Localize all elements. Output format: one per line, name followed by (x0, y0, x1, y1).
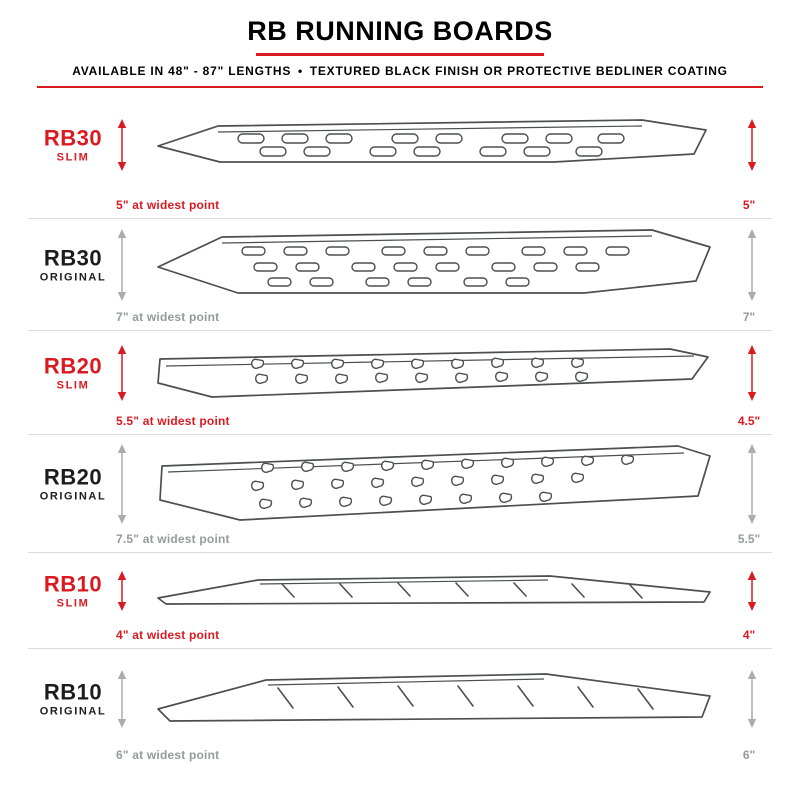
row-rb20-slim: RB20 SLIM (28, 330, 772, 434)
product-label: RB20 ORIGINAL (28, 465, 118, 502)
variant-name: ORIGINAL (39, 705, 107, 718)
product-label: RB10 ORIGINAL (28, 680, 118, 717)
variant-name: SLIM (56, 379, 90, 392)
product-label: RB30 SLIM (28, 126, 118, 163)
height-measure-label: 7" (742, 310, 756, 324)
page-title: RB RUNNING BOARDS (247, 16, 553, 46)
board-drawing-rb30-original (140, 223, 732, 306)
widest-point-label: 6" at widest point (116, 748, 220, 762)
widest-point-label: 4" at widest point (116, 628, 220, 642)
product-label: RB30 ORIGINAL (28, 246, 118, 283)
board-comparison-list: RB30 SLIM (0, 92, 800, 768)
model-name: RB20 (43, 463, 103, 489)
left-measure-arrow-icon (117, 228, 127, 301)
model-name: RB20 (43, 352, 103, 378)
widest-point-label: 7" at widest point (116, 310, 220, 324)
variant-name: ORIGINAL (39, 490, 107, 503)
title-underline (256, 53, 544, 56)
variant-name: SLIM (56, 597, 90, 610)
height-measure-label: 4" (742, 628, 756, 642)
height-measure-label: 5.5" (737, 532, 761, 546)
height-measure-label: 5" (742, 198, 756, 212)
right-measure-arrow-icon (747, 443, 757, 524)
model-name: RB10 (43, 570, 103, 596)
left-measure-arrow-icon (117, 669, 127, 728)
variant-name: ORIGINAL (39, 271, 107, 284)
right-measure-arrow-icon (747, 119, 757, 171)
row-rb30-slim: RB30 SLIM (28, 92, 772, 218)
row-rb20-original: RB20 ORIGINAL (28, 434, 772, 552)
right-measure-arrow-icon (747, 570, 757, 611)
board-drawing-rb10-slim (140, 557, 732, 624)
model-name: RB30 (43, 125, 103, 151)
left-measure-arrow-icon (117, 443, 127, 524)
left-measure-arrow-icon (117, 119, 127, 171)
widest-point-label: 7.5" at widest point (116, 532, 230, 546)
product-label: RB10 SLIM (28, 572, 118, 609)
model-name: RB10 (43, 678, 103, 704)
model-name: RB30 (43, 244, 103, 270)
row-rb30-original: RB30 ORIGINAL (28, 218, 772, 330)
product-label: RB20 SLIM (28, 354, 118, 391)
widest-point-label: 5" at widest point (116, 198, 220, 212)
height-measure-label: 4.5" (737, 414, 761, 428)
page-header: RB RUNNING BOARDS AVAILABLE IN 48" - 87"… (0, 0, 800, 92)
board-drawing-rb10-original (140, 653, 732, 744)
bottom-margin (0, 768, 800, 800)
right-measure-arrow-icon (747, 228, 757, 301)
height-measure-label: 6" (742, 748, 756, 762)
page-subtitle: AVAILABLE IN 48" - 87" LENGTHS • TEXTURE… (72, 63, 728, 78)
board-drawing-rb20-slim (140, 335, 732, 410)
row-rb10-original: RB10 ORIGINAL (28, 648, 772, 768)
left-measure-arrow-icon (117, 570, 127, 611)
row-rb10-slim: RB10 SLIM (28, 552, 772, 648)
board-drawing-rb20-original (140, 439, 732, 528)
left-measure-arrow-icon (117, 344, 127, 401)
widest-point-label: 5.5" at widest point (116, 414, 230, 428)
board-drawing-rb30-slim (140, 96, 732, 194)
subtitle-underline (37, 85, 763, 88)
right-measure-arrow-icon (747, 344, 757, 401)
variant-name: SLIM (56, 151, 90, 164)
right-measure-arrow-icon (747, 669, 757, 728)
